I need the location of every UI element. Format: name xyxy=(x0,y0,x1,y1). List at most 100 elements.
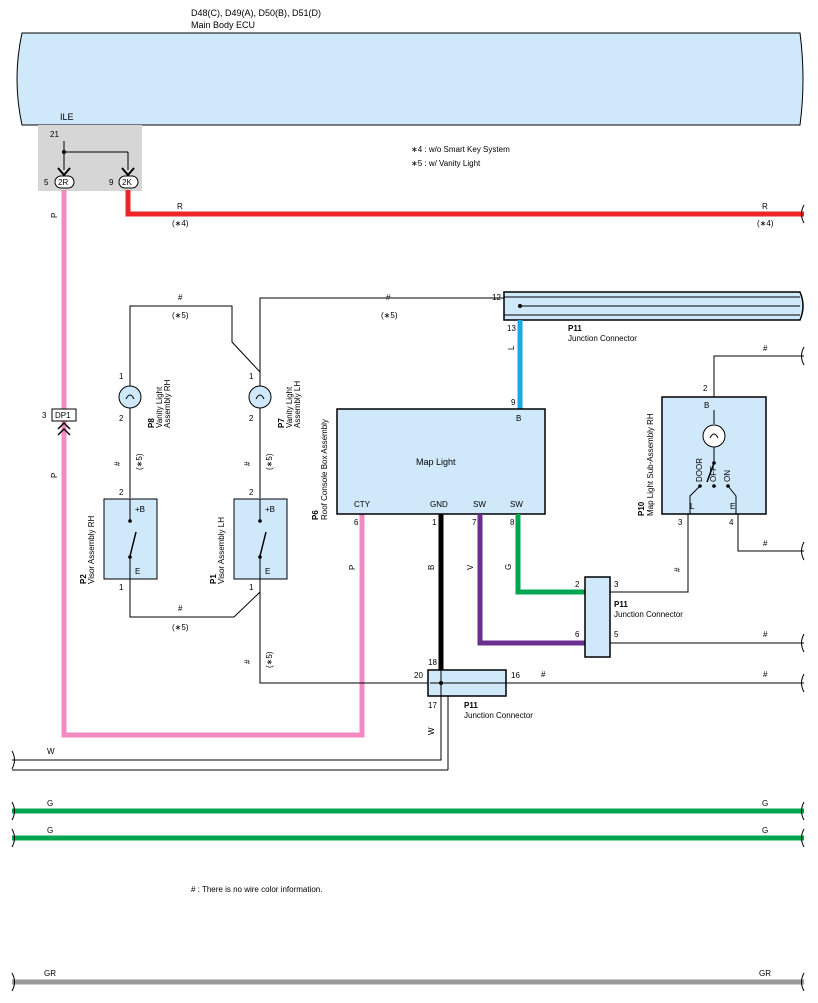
p6-name: Roof Console Box Assembly xyxy=(320,419,329,520)
bulb-filament xyxy=(255,394,265,400)
wire-label-hash: # xyxy=(178,604,183,613)
switch-contact xyxy=(128,519,132,523)
bulb-icon xyxy=(118,385,142,409)
wire-label-g: G xyxy=(762,826,768,835)
wire-break-mark xyxy=(801,346,805,366)
ecu-terminal-ile: ILE xyxy=(60,112,74,122)
main-body-ecu-box xyxy=(16,32,804,126)
p8-code: P8 xyxy=(147,418,156,428)
switch-contact xyxy=(258,519,262,523)
junction-dot xyxy=(439,681,443,685)
wire-red xyxy=(125,190,804,217)
ecu-pin-badge-label: 2R xyxy=(58,178,68,187)
bulb-filament xyxy=(709,433,719,439)
wire-label-hash: # xyxy=(763,670,768,679)
p1-name: Visor Assembly LH xyxy=(217,517,226,584)
p2-term-bottom: E xyxy=(135,567,140,576)
p11-top-name: Junction Connector xyxy=(568,334,637,343)
wire-note: (∗5) xyxy=(265,453,274,470)
p10-left-pin: 3 xyxy=(678,518,683,527)
p8-pin-top: 1 xyxy=(119,372,124,381)
p6-pin: 1 xyxy=(432,518,437,527)
wire-label-g: G xyxy=(47,799,53,808)
p10-switch-door: DOOR xyxy=(695,458,704,482)
wire-green xyxy=(515,514,586,595)
p2-code: P2 xyxy=(79,574,88,584)
junction-dot xyxy=(62,150,66,154)
wire-label-b: B xyxy=(427,565,436,570)
wire-break-mark xyxy=(11,801,15,821)
p11-mid-junction-box xyxy=(584,576,611,658)
p1-term-top: +B xyxy=(265,505,275,514)
wire-label-hash: # xyxy=(113,461,122,466)
wire-label-hash: # xyxy=(178,293,183,302)
p1-term-bottom: E xyxy=(265,567,270,576)
p10-right-pin: 4 xyxy=(729,518,734,527)
chevron-up-icon xyxy=(57,421,71,436)
p11-low-pin: 20 xyxy=(414,671,423,680)
switch-contact xyxy=(712,484,716,488)
p10-name: Map Light Sub-Assembly RH xyxy=(646,413,655,516)
p11-top-pin-bottom: 13 xyxy=(507,324,516,333)
p6-term-sw: SW xyxy=(473,500,486,509)
p10-top-term: B xyxy=(704,401,709,410)
wire-label-hash: # xyxy=(763,539,768,548)
wire-thin xyxy=(129,305,261,382)
footnote: # : There is no wire color information. xyxy=(191,885,322,894)
wire-label-hash: # xyxy=(541,670,546,679)
p6-top-pin: 9 xyxy=(511,398,516,407)
wire-break-mark xyxy=(801,633,805,653)
p8-name: Vanity Light xyxy=(155,386,164,428)
p2-pin-top: 2 xyxy=(119,488,124,497)
p11-low-pin: 16 xyxy=(511,671,520,680)
wire-label-g: G xyxy=(47,826,53,835)
p6-pin: 7 xyxy=(472,518,477,527)
p10-switch-on: ON xyxy=(723,470,732,482)
p11-top-code: P11 xyxy=(568,324,582,333)
p6-code: P6 xyxy=(311,510,320,520)
p11-mid-pin: 5 xyxy=(614,630,619,639)
wire-break-mark xyxy=(801,673,805,693)
p6-pin: 8 xyxy=(510,518,515,527)
p1-code: P1 xyxy=(209,574,218,584)
wire-thin xyxy=(129,579,261,618)
wire-break-mark xyxy=(801,801,805,821)
p11-mid-pin: 6 xyxy=(575,630,580,639)
wire-note: (∗5) xyxy=(265,651,274,668)
p6-label: Map Light xyxy=(416,457,456,467)
wire-label-p: P xyxy=(50,213,59,218)
wire-thin xyxy=(737,514,804,552)
p11-mid-pin: 3 xyxy=(614,580,619,589)
p7-code: P7 xyxy=(277,418,286,428)
p11-low-name: Junction Connector xyxy=(464,711,533,720)
p10-top-pin: 2 xyxy=(703,384,708,393)
p11-mid-name: Junction Connector xyxy=(614,610,683,619)
wire-note: (∗5) xyxy=(172,311,189,320)
wire-label-w: W xyxy=(427,727,436,735)
p6-pin: 6 xyxy=(354,518,359,527)
wire-thin xyxy=(689,485,701,514)
p7-pin-top: 1 xyxy=(249,372,254,381)
connector-dp1 xyxy=(51,408,77,422)
wire-thin xyxy=(259,297,504,382)
ecu-name-label: Main Body ECU xyxy=(191,20,255,30)
p7-name: Vanity Light xyxy=(285,386,294,428)
ecu-pin-21: 21 xyxy=(50,130,59,139)
p10-left-term: L xyxy=(690,502,695,511)
wire-break-mark xyxy=(801,204,805,224)
wire-label-v: V xyxy=(466,564,475,570)
p11-low-code: P11 xyxy=(464,701,478,710)
wire-label-g: G xyxy=(762,799,768,808)
wire-label-hash: # xyxy=(243,659,252,664)
note-vanity-light: ∗5 : w/ Vanity Light xyxy=(411,159,481,168)
wire-white xyxy=(12,696,442,761)
wire-break-mark xyxy=(11,750,15,770)
chevron-down-icon xyxy=(121,167,135,177)
p2-term-top: +B xyxy=(135,505,145,514)
p7-pin-bottom: 2 xyxy=(249,414,254,423)
p6-term-gnd: GND xyxy=(430,500,448,509)
wire-label-g: G xyxy=(504,564,513,570)
p10-code: P10 xyxy=(637,501,646,516)
wire-label-hash: # xyxy=(763,630,768,639)
